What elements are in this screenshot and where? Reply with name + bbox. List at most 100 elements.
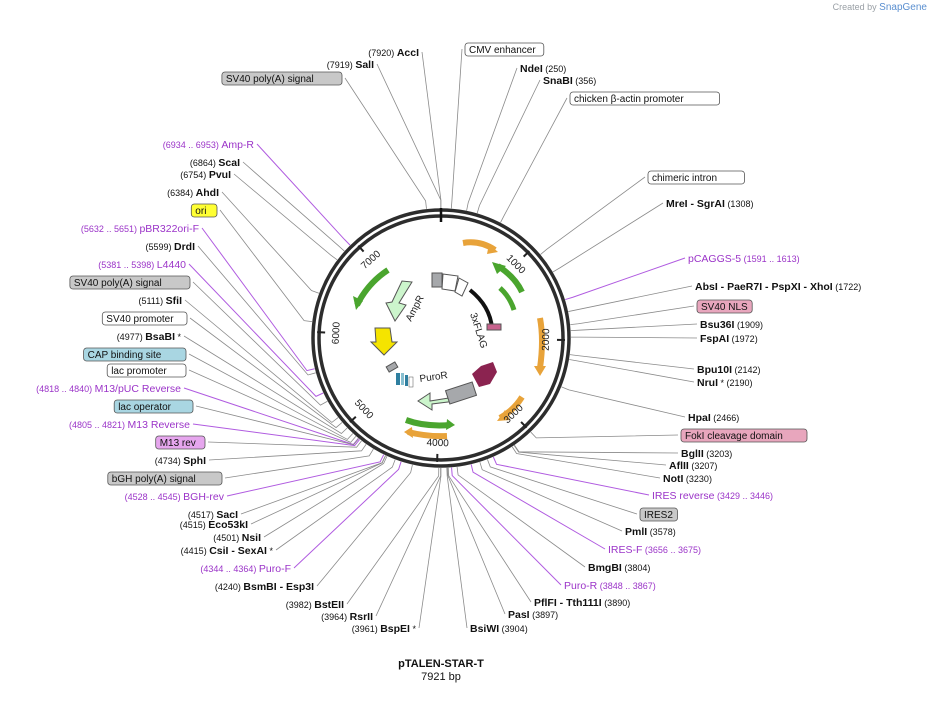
lac-marks-3 <box>405 375 408 386</box>
label-box: bGH poly(A) signal <box>107 471 223 486</box>
label-position: (7920) <box>368 48 397 58</box>
label-name: SphI <box>183 455 206 467</box>
label-name: L4440 <box>157 259 186 271</box>
label-box <box>464 42 545 57</box>
label-site: SnaBI (356) <box>543 75 596 87</box>
label-box <box>106 363 187 378</box>
ampr-label: AmpR <box>404 294 427 324</box>
label-name: IRES-F <box>608 544 642 556</box>
tick-label: 4000 <box>426 438 449 450</box>
label-position: (250) <box>543 64 567 74</box>
leader-line <box>275 459 396 551</box>
leader-line <box>293 461 402 569</box>
label-name: SalI <box>355 59 374 71</box>
leader-line <box>192 423 361 447</box>
primer-arrowhead-4 <box>404 427 413 438</box>
label-name: BstEII <box>314 599 344 611</box>
flag-label: 3xFLAG <box>467 312 489 350</box>
label-name: BGH-rev <box>183 491 225 503</box>
label-name: ScaI <box>218 157 240 169</box>
label-text: pCAGGS-5 (1591 .. 1613) <box>688 253 800 265</box>
leader-line <box>552 202 664 273</box>
label-position: (2142) <box>732 365 761 375</box>
ampr-arrow <box>385 280 413 322</box>
label-site: MreI - SgrAI (1308) <box>666 198 753 210</box>
leader-line <box>540 176 646 255</box>
label-text: (6384) AhdI <box>167 187 219 199</box>
label-name: SfiI <box>166 295 182 307</box>
label-name: PmlI <box>625 526 647 538</box>
label-position: (4415) <box>181 546 210 556</box>
label-box: CAP binding site <box>83 347 187 362</box>
label-position: (3203) <box>704 449 733 459</box>
label-site: PmlI (3578) <box>625 526 676 538</box>
leader-line <box>492 456 650 496</box>
label-position: (3429 .. 3446) <box>714 491 773 501</box>
label-text: lac promoter <box>111 366 167 377</box>
label-text: (4734) SphI <box>155 455 206 467</box>
label-site: (4240) BsmBI - Esp3I <box>215 581 314 593</box>
label-text: (6754) PvuI <box>180 169 231 181</box>
label-name: BglII <box>681 448 704 460</box>
leader-line <box>188 353 354 440</box>
label-text: FspAI (1972) <box>700 333 758 345</box>
label-text: HpaI (2466) <box>688 412 739 424</box>
leader-line <box>375 467 442 617</box>
leader-line <box>561 386 686 418</box>
label-text: (4517) SacI <box>188 509 238 521</box>
tick-mark <box>357 244 365 253</box>
label-site: (4515) Eco53kI <box>180 519 248 531</box>
leader-line <box>188 263 324 397</box>
label-position: (3230) <box>683 474 712 484</box>
label-box <box>639 507 678 522</box>
label-text: chimeric intron <box>652 173 717 184</box>
leader-line <box>197 245 316 376</box>
label-site: (3964) RsrII <box>321 611 373 623</box>
label-text: (5111) SfiI <box>138 295 182 307</box>
leader-line <box>233 173 338 261</box>
label-site: BsiWI (3904) <box>470 623 528 635</box>
label-position: (6864) <box>190 158 219 168</box>
label-text: (7920) AccI <box>368 47 419 59</box>
label-position: (4734) <box>155 456 184 466</box>
primer-arrow-2 <box>537 317 545 369</box>
leader-line <box>344 77 427 209</box>
label-text: (4501) NsiI <box>213 532 261 544</box>
label-position: (5632 .. 5651) <box>81 224 140 234</box>
bgh-box <box>385 361 399 373</box>
label-text: bGH poly(A) signal <box>112 474 196 485</box>
label-position: (4344 .. 4364) <box>200 564 259 574</box>
label-text: (5632 .. 5651) pBR322ori-F <box>81 223 199 235</box>
label-text: AflII (3207) <box>669 460 717 472</box>
green-arrow-2 <box>498 286 517 311</box>
leader-line <box>208 444 367 461</box>
label-position: (1308) <box>725 199 754 209</box>
label-position: (3961) <box>352 624 381 634</box>
leader-line <box>221 191 320 294</box>
tick-mark <box>349 416 357 423</box>
label-position: (6754) <box>180 170 209 180</box>
leader-line <box>470 464 606 550</box>
label-box: SV40 poly(A) signal <box>221 71 343 86</box>
leader-line <box>346 467 440 605</box>
label-name: RsrII <box>350 611 373 623</box>
label-text: (4805 .. 4821) M13 Reverse <box>69 419 190 431</box>
leader-line <box>201 227 315 372</box>
label-box: chicken β-actin promoter <box>569 91 721 106</box>
lac-marks-1 <box>396 373 400 385</box>
label-position: (3656 .. 3675) <box>642 545 701 555</box>
label-site: AbsI - PaeR7I - PspXI - XhoI (1722) <box>695 281 861 293</box>
snapgene-brand: SnapGene <box>879 2 927 13</box>
label-site: (6384) AhdI <box>167 187 219 199</box>
label-position: (3804) <box>622 563 651 573</box>
label-site: (6864) ScaI <box>190 157 240 169</box>
label-name: Amp-R <box>221 139 254 151</box>
label-name: Eco53kI <box>208 519 248 531</box>
label-name: NdeI <box>520 63 543 75</box>
plasmid-title: pTALEN-STAR-T 7921 bp <box>398 658 484 683</box>
label-box <box>107 471 223 486</box>
label-box: FokI cleavage domain <box>680 428 808 443</box>
label-text: Bpu10I (2142) <box>697 364 761 376</box>
leader-line <box>256 143 351 246</box>
